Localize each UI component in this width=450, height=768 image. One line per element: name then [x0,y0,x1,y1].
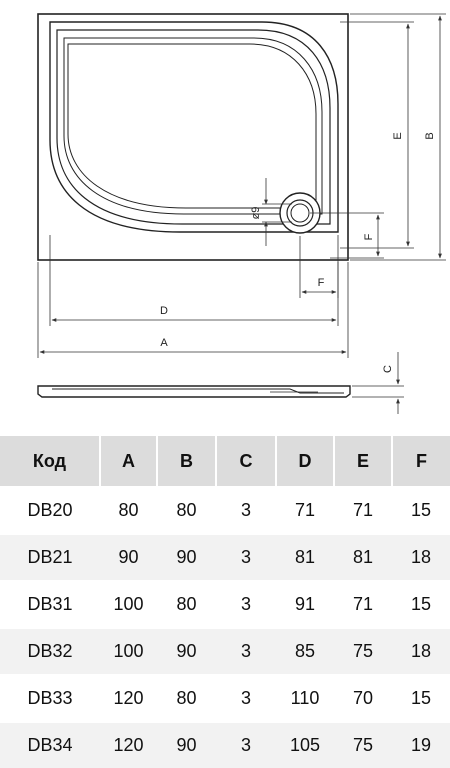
cell-e: 81 [334,533,392,581]
cell-a: 90 [100,533,157,581]
label-e: E [392,132,404,139]
cell-c: 3 [216,674,276,722]
cell-f: 18 [392,627,450,675]
cell-f: 18 [392,533,450,581]
cell-e: 75 [334,721,392,768]
label-f-vertical: F [363,233,375,240]
cell-f: 19 [392,721,450,768]
label-a: A [160,337,168,349]
cell-c: 3 [216,721,276,768]
cell-c: 3 [216,627,276,675]
header-b: B [156,436,216,487]
dimension-lines [37,13,446,414]
cell-b: 90 [157,627,216,675]
cell-code: DB34 [0,721,100,768]
cell-f: 15 [392,674,450,722]
cell-a: 120 [100,674,157,722]
cell-e: 75 [334,627,392,675]
cell-b: 80 [157,674,216,722]
cell-e: 70 [334,674,392,722]
tray-basin-floor [67,43,317,209]
table-row: DB32 100 90 3 85 75 18 [0,627,450,675]
label-d: D [160,305,168,317]
cell-d: 105 [276,721,334,768]
table-row: DB20 80 80 3 71 71 15 [0,486,450,534]
header-c: C [215,436,276,487]
side-view-outline [37,385,351,398]
spec-table-body: DB20 80 80 3 71 71 15 DB21 90 90 3 81 81… [0,486,450,768]
label-f-horizontal: F [318,277,325,289]
cell-code: DB32 [0,627,100,675]
cell-d: 85 [276,627,334,675]
cell-a: 100 [100,580,157,628]
tray-rim-outline [49,21,339,233]
cell-b: 80 [157,486,216,534]
cell-b: 90 [157,533,216,581]
table-row: DB33 120 80 3 110 70 15 [0,674,450,722]
cell-f: 15 [392,580,450,628]
cell-a: 80 [100,486,157,534]
cell-d: 110 [276,674,334,722]
shower-tray-drawing: A D B E F F ø9 C [37,13,446,414]
cell-code: DB33 [0,674,100,722]
cell-a: 120 [100,721,157,768]
cell-c: 3 [216,533,276,581]
header-a: A [99,436,157,487]
tray-outer-outline [37,13,349,261]
cell-c: 3 [216,580,276,628]
cell-code: DB20 [0,486,100,534]
spec-table-header: Код A B C D E F [0,436,450,487]
cell-b: 80 [157,580,216,628]
cell-d: 91 [276,580,334,628]
tray-top-view [37,13,349,261]
tray-side-view [37,385,351,398]
cell-f: 15 [392,486,450,534]
cell-c: 3 [216,486,276,534]
tray-basin-inner [63,37,323,215]
label-b: B [424,132,436,139]
cell-d: 71 [276,486,334,534]
tray-basin-outer [56,29,331,225]
header-code: Код [0,436,100,487]
cell-code: DB31 [0,580,100,628]
table-row: DB21 90 90 3 81 81 18 [0,533,450,581]
cell-e: 71 [334,580,392,628]
label-drain-diameter: ø9 [250,207,262,220]
table-row: DB31 100 80 3 91 71 15 [0,580,450,628]
cell-d: 81 [276,533,334,581]
spec-table: Код A B C D E F DB20 80 80 3 71 71 15 DB… [0,436,450,768]
cell-a: 100 [100,627,157,675]
cell-b: 90 [157,721,216,768]
table-row: DB34 120 90 3 105 75 19 [0,721,450,768]
header-d: D [275,436,334,487]
cell-code: DB21 [0,533,100,581]
cell-e: 71 [334,486,392,534]
header-e: E [333,436,392,487]
label-c: C [382,365,394,373]
header-f: F [391,436,450,487]
